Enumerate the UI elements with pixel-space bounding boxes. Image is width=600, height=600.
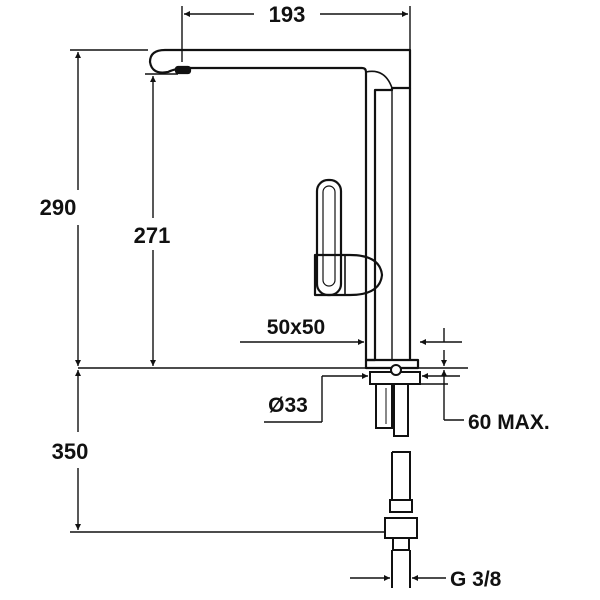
lever-handle <box>315 178 343 297</box>
label-base-size: 50x50 <box>267 316 325 339</box>
label-spout-height: 271 <box>134 223 171 248</box>
hose-nut <box>392 537 410 551</box>
hose-ferrule <box>389 499 413 513</box>
nut-bolt <box>390 364 402 376</box>
faucet-outline <box>148 48 420 370</box>
flexible-hose-top <box>392 451 411 500</box>
hose-connector <box>384 517 418 539</box>
label-connection-thread: G 3/8 <box>450 568 502 591</box>
spout-inner-curve <box>365 70 393 89</box>
label-counter-thickness: 60 MAX. <box>468 411 550 434</box>
label-spout-reach: 193 <box>269 2 306 27</box>
aerator <box>174 65 192 75</box>
cartridge-housing <box>313 253 384 297</box>
lever-grip-inner <box>322 185 336 287</box>
dimension-lines <box>70 6 464 581</box>
mounting-hardware <box>369 364 421 588</box>
threaded-rod-right <box>393 383 409 437</box>
threaded-rod-left <box>375 383 393 429</box>
label-hose-length: 350 <box>52 439 89 464</box>
spout-and-column <box>148 48 412 362</box>
label-total-height: 290 <box>40 195 77 220</box>
label-hole-diameter: Ø33 <box>268 394 308 417</box>
